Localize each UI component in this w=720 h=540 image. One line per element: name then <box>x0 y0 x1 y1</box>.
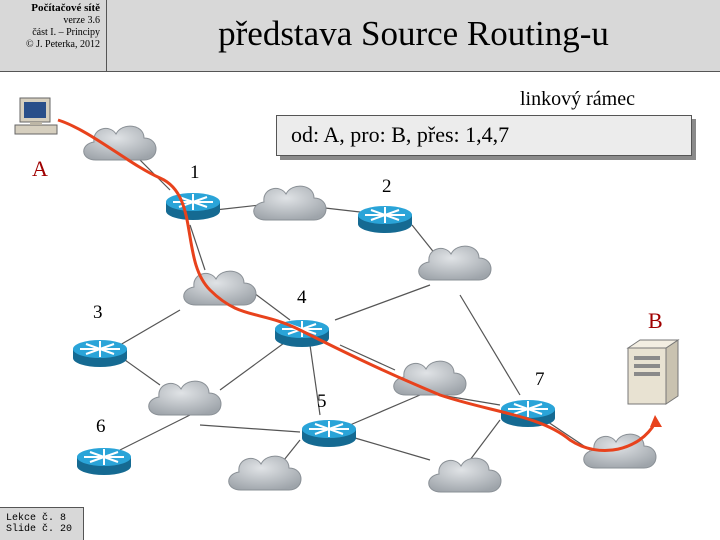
links <box>119 139 591 466</box>
server-icon <box>626 339 680 405</box>
router-6-label: 6 <box>96 416 106 437</box>
router-5 <box>301 419 357 448</box>
course-title: Počítačové sítě <box>31 2 100 14</box>
cloud <box>148 380 222 416</box>
slide-footer: Lekce č. 8 Slide č. 20 <box>0 507 84 540</box>
router-6 <box>76 447 132 476</box>
author-label: © J. Peterka, 2012 <box>26 39 100 50</box>
router-1-label: 1 <box>190 162 200 183</box>
cloud <box>253 185 327 221</box>
router-2 <box>357 205 413 234</box>
route-arrowhead <box>650 415 662 427</box>
frame-label: linkový rámec <box>520 88 635 110</box>
computer-icon <box>14 97 58 135</box>
title-bar <box>107 0 720 72</box>
router-5-label: 5 <box>317 391 327 412</box>
router-3 <box>72 339 128 368</box>
cloud <box>228 455 302 491</box>
frame-content-box: od: A, pro: B, přes: 1,4,7 <box>276 115 692 156</box>
cloud <box>418 245 492 281</box>
host-b-label: B <box>648 308 663 333</box>
lesson-label: Lekce č. 8 <box>6 513 67 524</box>
course-info-box: Počítačové sítě verze 3.6 část I. – Prin… <box>0 0 107 72</box>
slide-number-label: Slide č. 20 <box>6 524 73 535</box>
host-a-label: A <box>32 156 48 181</box>
frame-content: od: A, pro: B, přes: 1,4,7 <box>291 122 510 147</box>
source-route-path <box>57 118 657 453</box>
router-1 <box>165 192 221 221</box>
router-3-label: 3 <box>93 302 103 323</box>
router-2-label: 2 <box>382 176 392 197</box>
cloud <box>428 457 502 493</box>
network-diagram: A B 1 2 3 4 5 6 7 <box>14 97 680 493</box>
part-label: část I. – Principy <box>32 27 100 38</box>
router-4-label: 4 <box>297 287 307 308</box>
slide-title: představa Source Routing-u <box>218 14 609 53</box>
version-label: verze 3.6 <box>63 15 100 26</box>
router-7-label: 7 <box>535 369 545 390</box>
